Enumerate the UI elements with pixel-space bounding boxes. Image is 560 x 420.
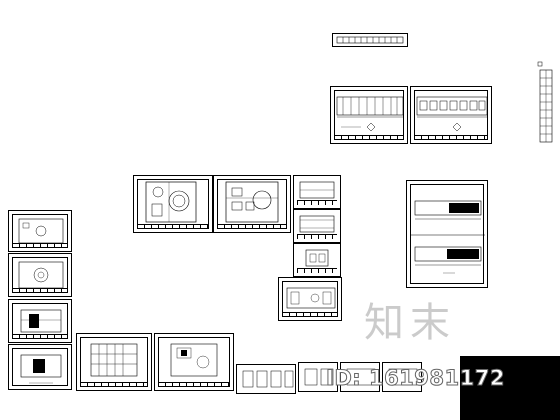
sheet-plan-left — [133, 175, 213, 233]
bottom-1-drawing — [90, 343, 138, 377]
plan-left-drawing — [145, 181, 197, 223]
section-2-drawing — [299, 215, 335, 233]
sheet-right-elevation — [406, 180, 488, 288]
sheet-bottom-6 — [382, 362, 422, 392]
sheet-bottom-4 — [298, 362, 338, 392]
sheet-section-3 — [293, 243, 341, 277]
sheet-vertical-strip — [536, 58, 556, 148]
sheet-left-col-2 — [8, 253, 72, 297]
section-4-drawing — [286, 287, 336, 309]
sheet-left-col-1 — [8, 210, 72, 252]
plan-right-drawing — [225, 181, 279, 223]
sheet-section-1 — [293, 175, 341, 209]
elevation-b-drawing — [416, 96, 488, 132]
sheet-left-col-3 — [8, 299, 72, 343]
right-elevation-drawing — [411, 200, 485, 274]
sheet-bottom-1 — [76, 333, 152, 391]
sheet-left-col-4 — [8, 344, 72, 390]
strip-drawing — [336, 36, 404, 44]
sheet-strip-top — [332, 33, 408, 47]
bottom-3-drawing — [242, 370, 294, 388]
vertical-strip-drawing — [537, 61, 553, 143]
sheet-section-4 — [278, 277, 342, 321]
sheet-bottom-2 — [154, 333, 234, 391]
sheet-plan-right — [213, 175, 291, 233]
left-col-4-drawing — [20, 354, 62, 384]
id-badge-background — [460, 356, 560, 420]
sheet-elevation-a — [330, 86, 408, 144]
bottom-4-drawing — [304, 368, 334, 386]
bottom-5-drawing — [346, 368, 376, 386]
section-3-drawing — [305, 249, 329, 267]
sheet-section-2 — [293, 209, 341, 243]
id-label: ID: 161981172 — [326, 366, 505, 391]
elevation-a-drawing — [336, 96, 404, 132]
sheet-elevation-b — [410, 86, 492, 144]
sheet-bottom-5 — [340, 362, 380, 392]
watermark-text: 知末 — [364, 300, 456, 346]
bottom-2-drawing — [170, 343, 218, 377]
sheet-bottom-3 — [236, 364, 296, 394]
section-1-drawing — [299, 181, 335, 199]
left-col-3-drawing — [20, 309, 62, 333]
bottom-6-drawing — [388, 368, 418, 386]
